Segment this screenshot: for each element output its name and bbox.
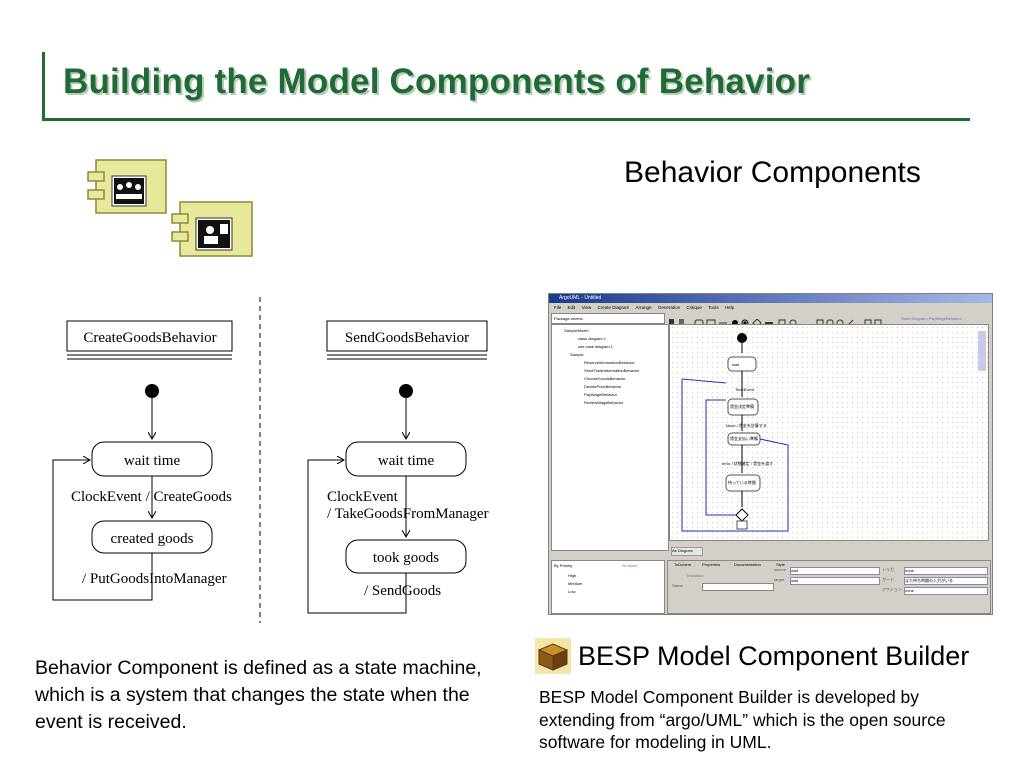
state-label: wait time — [378, 453, 435, 469]
priority-select: By Priority — [554, 563, 573, 568]
transition-label: ClockEvent — [327, 489, 399, 505]
diagram-name-label: State Diagram: PayWageBehavior — [901, 316, 962, 321]
transition-label: / TakeGoodsFromManager — [327, 506, 489, 522]
prop-label: アクション — [882, 587, 902, 592]
screenshot-window-title: ArgoUML - Untitled — [559, 295, 602, 301]
canvas-state-label: 待っている時間 — [728, 480, 756, 485]
prop-tab: Properties — [702, 562, 721, 567]
state-label: created goods — [111, 531, 194, 547]
canvas-transition-label: error / 状態確定 / 賃金を渡す — [722, 461, 774, 466]
prop-label: Transition — [686, 573, 704, 578]
state-label: took goods — [373, 550, 439, 566]
perspective-select: Package-centric — [551, 313, 665, 324]
menu-item: File — [554, 305, 562, 310]
argouml-screenshot: ArgoUML - Untitled File Edit View Create… — [548, 293, 993, 615]
builder-title: BESP Model Component Builder — [578, 641, 970, 671]
tree-item: PayWageBehavior — [584, 392, 617, 397]
initial-state — [145, 384, 159, 398]
canvas-state-label: wait — [732, 362, 740, 367]
class-name-create-goods: CreateGoodsBehavior — [83, 330, 216, 346]
prop-label: Name — [672, 583, 683, 588]
prop-label: ガード — [882, 577, 894, 582]
source-field: wait — [790, 567, 880, 575]
prop-tab: Documentation — [734, 562, 761, 567]
target-field: wait — [790, 577, 880, 585]
tree-item: SendTradeInformationBehavior — [584, 368, 640, 373]
tree-item: ChooseGoodsBehavior — [584, 376, 626, 381]
canvas-transition-label: TimeEvent — [735, 387, 754, 392]
menu-item: Critique — [686, 305, 702, 310]
state-machine-diagrams: CreateGoodsBehavior wait time ClockEvent… — [52, 297, 489, 623]
tree-item: DecidePriceBehavior — [584, 384, 622, 389]
tree-item: ReviewWageBehavior — [584, 400, 624, 405]
menu-item: Generation — [657, 305, 681, 310]
prop-label: target — [774, 577, 785, 582]
menu-item: Help — [724, 305, 735, 310]
title-accent-bar — [42, 52, 45, 120]
transition-label: / PutGoodsIntoManager — [82, 571, 227, 587]
prop-tab: ToDoItem — [674, 562, 692, 567]
todo-panel: By Priority 26 Items High Medium Low — [551, 560, 665, 614]
guard-field: また待ち時間の入力がいる — [904, 577, 988, 585]
tree-item: class diagram 1 — [578, 336, 607, 341]
menu-item: View — [581, 305, 592, 310]
properties-panel: ToDoItem Properties Documentation Style … — [667, 560, 991, 614]
component-icon-person — [171, 201, 253, 257]
explorer-tree: SampleModel class diagram 1 use case dia… — [551, 324, 669, 551]
builder-box-icon — [535, 638, 571, 674]
as-diagram-tab: As Diagram — [671, 547, 703, 556]
transition-label: ClockEvent / CreateGoods — [71, 489, 232, 505]
menu-item: Edit — [567, 305, 576, 310]
diagram-canvas: wait 賃金決定準備 賃金支払い準備 待っている時間 TimeEvent No… — [669, 324, 989, 541]
prop-label: トリガ — [882, 567, 894, 572]
trigger-field: none — [904, 567, 988, 575]
tree-item: ReserveInformationBehavior — [584, 360, 635, 365]
priority-item: High — [568, 573, 577, 578]
prop-tab: Style — [776, 562, 785, 567]
name-field — [702, 583, 774, 591]
prop-label: source — [774, 567, 787, 572]
title-underline — [42, 118, 970, 121]
builder-description: BESP Model Component Builder is develope… — [539, 687, 946, 752]
class-name-send-goods: SendGoodsBehavior — [345, 330, 469, 346]
class-box-send-goods — [326, 320, 488, 352]
canvas-transition-label: None / 賃金を計算する — [726, 423, 767, 428]
tree-item: SampleModel — [564, 328, 589, 333]
component-icon-group — [87, 159, 167, 214]
behavior-description: Behavior Component is defined as a state… — [35, 657, 482, 733]
menu-item: Arrange — [635, 305, 652, 310]
state-label: wait time — [124, 453, 181, 469]
canvas-state-label: 賃金決定準備 — [730, 404, 754, 409]
canvas-state-label: 賃金支払い準備 — [730, 436, 758, 441]
menu-item: Create Diagram — [597, 305, 630, 310]
send-goods-diagram: SendGoodsBehavior wait time ClockEvent /… — [307, 320, 489, 614]
component-icons — [87, 159, 253, 257]
transition-label: / SendGoods — [364, 583, 441, 599]
create-goods-diagram: CreateGoodsBehavior wait time ClockEvent… — [52, 320, 233, 601]
priority-item: Medium — [568, 581, 583, 586]
initial-state — [399, 384, 413, 398]
screenshot-title-bar: ArgoUML - Untitled — [549, 294, 992, 303]
tree-item: use case diagram 1 — [578, 344, 613, 349]
page-title: Building the Model Components of Behavio… — [63, 62, 811, 101]
todo-count: 26 Items — [622, 563, 638, 568]
action-field: none — [904, 587, 988, 595]
priority-item: Low — [568, 589, 576, 594]
screenshot-menu-bar: File Edit View Create Diagram Arrange Ge… — [549, 304, 992, 312]
menu-item: Tools — [708, 305, 719, 310]
section-subtitle: Behavior Components — [624, 156, 921, 189]
tree-item: Sample — [570, 352, 584, 357]
class-box-create-goods — [66, 320, 233, 352]
